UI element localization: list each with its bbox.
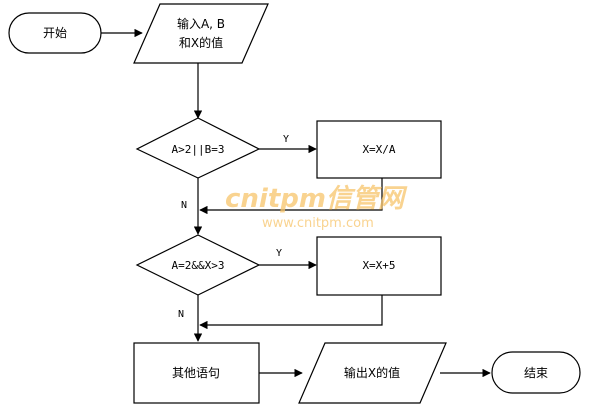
decision1-no-label: N — [181, 200, 187, 211]
start-node: 开始 — [8, 12, 102, 54]
connectors — [101, 28, 491, 378]
end-terminator — [491, 351, 581, 394]
input-parallelogram — [133, 3, 269, 64]
output-node: 输出X的值 — [298, 342, 447, 404]
process2-label: X=X+5 — [362, 259, 395, 272]
decision2-label: A=2&&X>3 — [172, 259, 225, 272]
start-terminator — [8, 12, 102, 54]
start-label: 开始 — [43, 26, 67, 40]
output-label: 输出X的值 — [344, 365, 400, 380]
decision2-node: A=2&&X>3 — [135, 234, 261, 296]
watermark-brand: cnitpm信管网 — [225, 184, 408, 214]
decision1-diamond — [135, 117, 261, 179]
other-node: 其他语句 — [133, 342, 260, 404]
end-node: 结束 — [491, 351, 581, 394]
decision1-node: A>2||B=3 — [135, 117, 261, 179]
decision2-yes-label: Y — [276, 248, 282, 259]
other-box — [133, 342, 260, 404]
decision2-no-label: N — [178, 309, 184, 320]
arrow-process1-merge — [199, 178, 383, 215]
decision1-yes-label: Y — [283, 134, 289, 145]
process2-box — [316, 236, 442, 296]
process1-node: X=X/A — [316, 120, 442, 179]
input-node: 输入A, B 和X的值 — [133, 3, 269, 64]
output-parallelogram — [298, 342, 447, 404]
watermark-url: www.cnitpm.com — [262, 216, 374, 231]
other-label: 其他语句 — [172, 366, 220, 380]
end-label: 结束 — [524, 366, 548, 380]
process2-node: X=X+5 — [316, 236, 442, 296]
watermark: cnitpm信管网 www.cnitpm.com — [225, 184, 408, 231]
decision2-diamond — [135, 234, 261, 296]
process1-label: X=X/A — [362, 143, 395, 156]
decision1-label: A>2||B=3 — [172, 143, 225, 156]
arrow-process2-merge — [199, 295, 383, 330]
input-label-line2: 和X的值 — [179, 35, 223, 50]
input-label-line1: 输入A, B — [177, 16, 225, 31]
process1-box — [316, 120, 442, 179]
